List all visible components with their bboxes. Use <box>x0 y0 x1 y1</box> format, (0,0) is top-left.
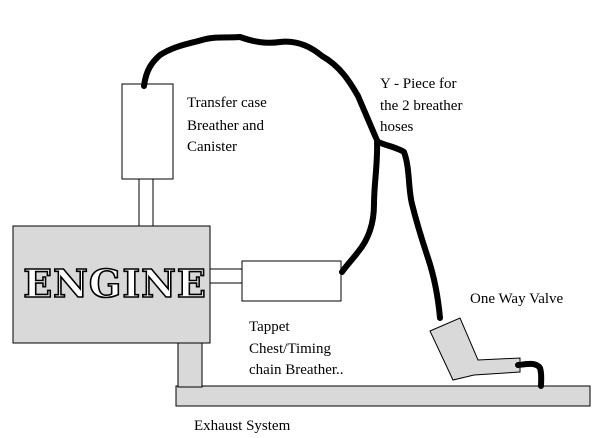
transfer-case-label: Transfer case Breather and Canister <box>187 95 271 155</box>
canister-hose <box>141 34 379 141</box>
one-way-valve-label: One Way Valve <box>470 291 564 307</box>
y-piece-label-line-1: Y - Piece for <box>380 76 457 92</box>
engine-block <box>12 225 211 344</box>
canister-engine-tube <box>138 178 154 228</box>
one-way-valve <box>429 317 521 381</box>
tappet-label-line-2: Chest/Timing <box>249 341 331 357</box>
tappet-label-line-3: chain Breather.. <box>249 362 344 378</box>
transfer-case-canister <box>121 83 174 180</box>
y-piece-label-line-3: hoses <box>380 119 413 135</box>
exhaust-system-label: Exhaust System <box>194 418 291 434</box>
y-piece-label-line-2: the 2 breather <box>380 98 462 114</box>
valve-hose <box>375 139 443 321</box>
transfer-case-label-line-1: Transfer case <box>187 95 267 111</box>
transfer-case-label-line-3: Canister <box>187 139 237 155</box>
tappet-engine-tube <box>208 268 244 284</box>
tappet-breather-box <box>241 260 342 302</box>
engine-exhaust-connector <box>177 342 203 388</box>
tappet-label-line-1: Tappet <box>249 319 290 335</box>
tappet-hose <box>339 137 381 275</box>
valve-exhaust-hose <box>515 360 545 389</box>
y-piece-label: Y - Piece for the 2 breather hoses <box>380 76 466 135</box>
engine-label: ENGINE <box>23 261 207 306</box>
exhaust-pipe <box>175 385 591 407</box>
tappet-label: Tappet Chest/Timing chain Breather.. <box>249 319 344 378</box>
transfer-case-label-line-2: Breather and <box>187 118 265 134</box>
